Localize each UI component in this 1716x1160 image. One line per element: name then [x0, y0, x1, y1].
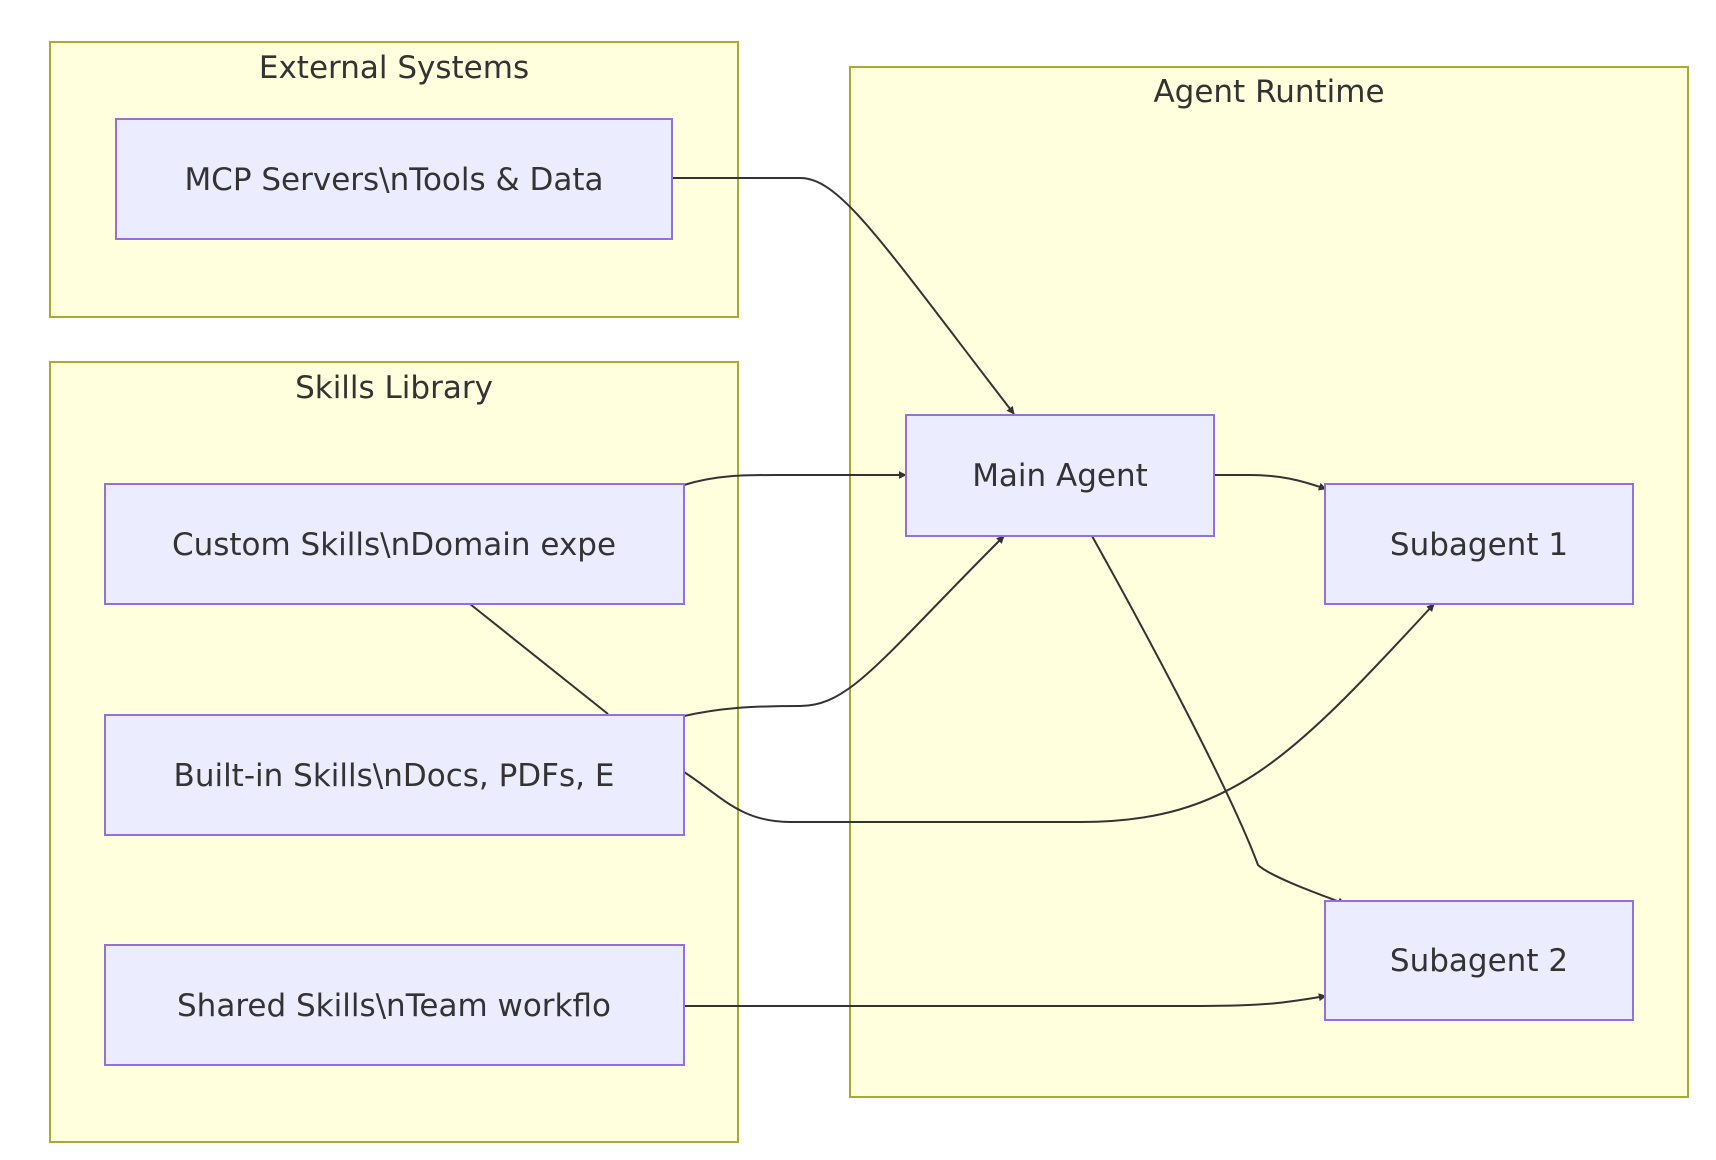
edge-builtin-to-sub1 [683, 603, 1435, 823]
edges [469, 177, 1435, 1007]
node-mcp-servers-box[interactable] [115, 118, 673, 240]
cluster-external-systems-label: External Systems [259, 50, 529, 86]
node-mcp-servers[interactable]: MCP Servers\nTools & Data [115, 118, 673, 240]
edge-mcp-to-main [672, 177, 1015, 415]
node-custom-skills[interactable]: Custom Skills\nDomain expe [104, 483, 685, 605]
node-subagent-2[interactable]: Subagent 2 [1324, 900, 1634, 1021]
node-subagent-2-label: Subagent 2 [1390, 943, 1568, 979]
edge-main-to-sub1 [1214, 474, 1327, 491]
cluster-skills-library-label: Skills Library [295, 370, 493, 406]
node-subagent-1-label: Subagent 1 [1390, 527, 1568, 563]
node-builtin-skills[interactable]: Built-in Skills\nDocs, PDFs, E [104, 714, 685, 836]
node-main-agent-label: Main Agent [972, 458, 1148, 494]
edge-shared-to-sub2 [684, 993, 1327, 1007]
node-subagent-1[interactable]: Subagent 1 [1324, 483, 1634, 605]
node-custom-skills-box[interactable] [104, 483, 685, 605]
node-shared-skills[interactable]: Shared Skills\nTeam workflo [104, 944, 685, 1066]
node-builtin-skills-box[interactable] [104, 714, 685, 836]
node-mcp-servers-label: MCP Servers\nTools & Data [184, 162, 603, 198]
cluster-agent-runtime-label: Agent Runtime [1153, 74, 1384, 110]
node-subagent-1-box[interactable] [1324, 483, 1634, 605]
node-builtin-skills-label: Built-in Skills\nDocs, PDFs, E [174, 758, 615, 794]
edge-custom-to-sub2 [469, 603, 609, 715]
node-subagent-2-box[interactable] [1324, 900, 1634, 1021]
edge-builtin-to-main [683, 535, 1005, 717]
node-main-agent-box[interactable] [905, 414, 1215, 537]
node-shared-skills-box[interactable] [104, 944, 685, 1066]
node-custom-skills-label: Custom Skills\nDomain expe [172, 527, 616, 563]
node-shared-skills-label: Shared Skills\nTeam workflo [177, 988, 611, 1024]
edge-custom-to-main [683, 471, 907, 486]
edge-main-to-sub2 [1091, 535, 1346, 906]
node-main-agent[interactable]: Main Agent [905, 414, 1215, 537]
